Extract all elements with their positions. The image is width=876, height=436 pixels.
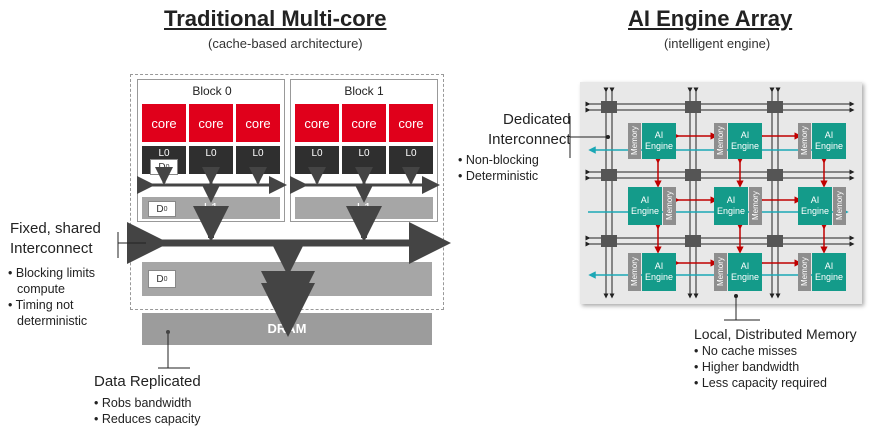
right-subtitle: (intelligent engine) <box>664 36 771 51</box>
memory-tile-r1c3: Memory <box>798 123 811 159</box>
dedicated-interconnect-bullets: Non-blocking Deterministic <box>458 152 539 184</box>
block-0-label: Block 0 <box>192 84 232 98</box>
memory-tile-r3c1: Memory <box>628 253 641 291</box>
core-0-1: core <box>189 104 233 142</box>
block-1-label: Block 1 <box>344 84 384 98</box>
fixed-interconnect-title: Fixed, shared Interconnect <box>10 220 101 257</box>
data-replicated-title: Data Replicated <box>94 373 201 390</box>
memory-tile-r1c1: Memory <box>628 123 641 159</box>
memory-tile-r1c2: Memory <box>714 123 727 159</box>
data-replicated-bullets: Robs bandwidth Reduces capacity <box>94 395 201 427</box>
memory-tile-r3c2: Memory <box>714 253 727 291</box>
memory-tile-r3c3: Memory <box>798 253 811 291</box>
core-0-0: core <box>142 104 186 142</box>
memory-tile-r2c3: Memory <box>833 187 846 225</box>
core-1-0: core <box>295 104 339 142</box>
core-0-2: core <box>236 104 280 142</box>
memory-tile-r2c1: Memory <box>663 187 676 225</box>
left-title: Traditional Multi-core <box>164 6 387 31</box>
memory-tile-r2c2: Memory <box>749 187 762 225</box>
fixed-interconnect-bullets: Blocking limits compute Timing not deter… <box>8 265 118 329</box>
local-memory-title: Local, Distributed Memory <box>694 326 857 342</box>
core-1-1: core <box>342 104 386 142</box>
local-memory-bullets: No cache misses Higher bandwidth Less ca… <box>694 343 827 391</box>
dram-dot <box>166 330 170 334</box>
dedicated-interconnect-title: Dedicated Interconnect <box>488 111 571 148</box>
core-1-2: core <box>389 104 433 142</box>
right-title: AI Engine Array <box>628 6 793 31</box>
left-subtitle: (cache-based architecture) <box>208 36 363 51</box>
